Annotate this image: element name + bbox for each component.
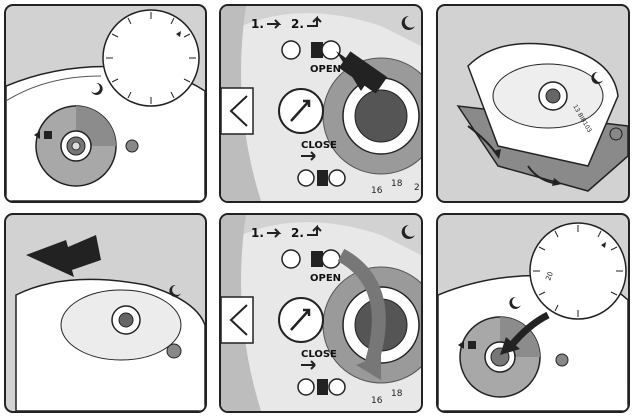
thermostat-dial[interactable] (530, 223, 626, 319)
step-1-label: 1. (251, 226, 264, 240)
panel-2-illustration: 1. 2. OPEN CLOSE 16 18 2 (221, 6, 421, 201)
moon-icon (402, 16, 415, 30)
panel-4-illustration (6, 215, 205, 411)
moon-icon (402, 225, 415, 239)
side-knob[interactable] (556, 354, 568, 366)
panel-4-slide-cover (4, 213, 207, 413)
open-label: OPEN (310, 273, 341, 284)
side-knob[interactable] (167, 344, 181, 358)
moon-icon (169, 285, 181, 297)
wall-bracket (221, 297, 253, 343)
panel-1-illustration (6, 6, 205, 201)
panel-3-illustration: 13 BIB103 (438, 6, 628, 201)
panel-5-lock-close: 1. 2. OPEN CLOSE 16 18 (219, 213, 423, 413)
side-knob[interactable] (126, 140, 138, 152)
close-label: CLOSE (301, 349, 337, 360)
scale-18-label: 18 (391, 389, 403, 399)
scale-2-label: 2 (414, 183, 420, 193)
close-label: CLOSE (301, 140, 337, 151)
scale-16-label: 16 (371, 186, 383, 196)
step-2-label: 2. (291, 17, 304, 31)
panel-5-illustration: 1. 2. OPEN CLOSE 16 18 (221, 215, 421, 411)
thermostat-dial[interactable] (103, 10, 199, 106)
panel-1-unit-overview (4, 4, 207, 203)
step-2-label: 2. (291, 226, 304, 240)
slide-arrow-icon (26, 235, 101, 277)
scale-18-label: 18 (391, 179, 403, 189)
panel-6-illustration: 20 (438, 215, 628, 411)
open-label: OPEN (310, 64, 341, 75)
panel-6-push-disc: 20 (436, 213, 630, 413)
step-1-label: 1. (251, 17, 264, 31)
wall-bracket (221, 88, 253, 134)
panel-2-lock-open: 1. 2. OPEN CLOSE 16 18 2 (219, 4, 423, 203)
panel-3-battery-cover: 13 BIB103 (436, 4, 630, 203)
side-knob[interactable] (610, 128, 622, 140)
scale-16-label: 16 (371, 396, 383, 406)
